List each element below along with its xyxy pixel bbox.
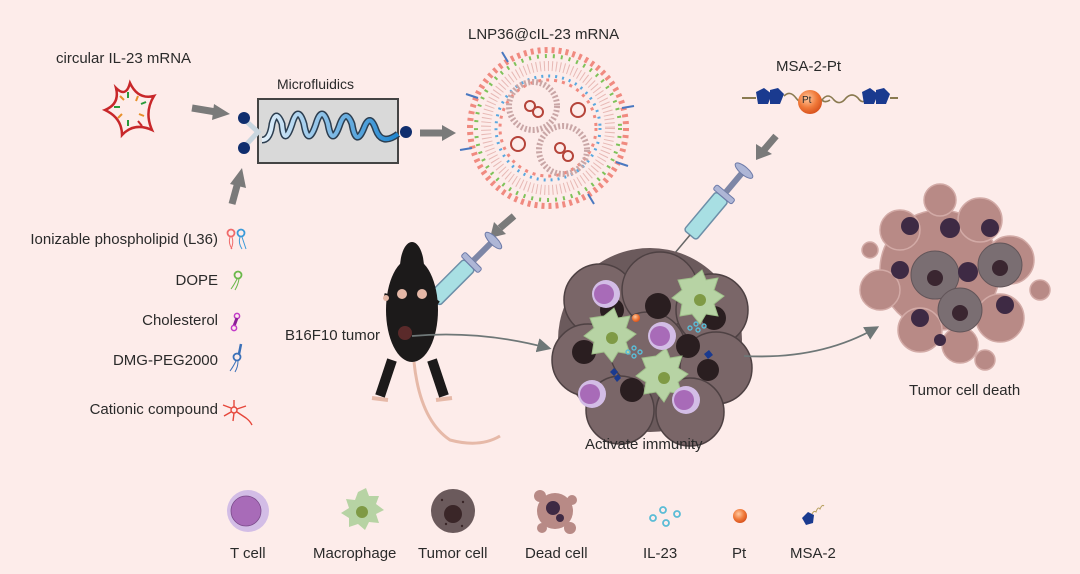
peg-lipid-icon bbox=[229, 343, 243, 373]
arrow-msa2pt-to-syringe bbox=[761, 133, 779, 153]
msa2pt-label: MSA-2-Pt bbox=[776, 58, 842, 75]
circular-mrna-label: circular IL-23 mRNA bbox=[56, 50, 192, 67]
component-label-dope: DOPE bbox=[175, 272, 218, 289]
legend-label-tcell: T cell bbox=[230, 545, 266, 562]
arrow-mouse-to-tumor bbox=[411, 333, 552, 353]
component-label-peg: DMG-PEG2000 bbox=[112, 352, 218, 369]
legend-label-tumor: Tumor cell bbox=[418, 545, 488, 562]
msa2-icon bbox=[802, 504, 825, 525]
ionizable-lipid-icon bbox=[226, 228, 247, 250]
legend-label-dead: Dead cell bbox=[525, 545, 588, 562]
component-label-cholesterol: Cholesterol bbox=[142, 312, 218, 329]
activate-immunity-label: Activate immunity bbox=[585, 436, 703, 453]
microfluidics-chip bbox=[238, 98, 412, 164]
arrow-activation-to-death bbox=[743, 326, 880, 358]
legend-label-il23: IL-23 bbox=[643, 545, 678, 562]
pt-atom-label: Pt bbox=[802, 95, 812, 106]
legend-label-macrophage: Macrophage bbox=[313, 545, 397, 562]
cholesterol-icon bbox=[230, 312, 241, 332]
b16f10-label: B16F10 tumor bbox=[285, 327, 381, 344]
arrow-mrna-to-microfluidics bbox=[191, 104, 217, 116]
syringe-lnp-icon bbox=[417, 231, 503, 317]
dead-cell-icon bbox=[534, 490, 577, 534]
circular-mrna-icon bbox=[101, 79, 157, 139]
legend-label-msa2: MSA-2 bbox=[790, 545, 836, 562]
t-cell-icon bbox=[227, 490, 269, 532]
macrophage-icon bbox=[341, 488, 384, 530]
pt-icon bbox=[733, 509, 747, 523]
component-label-cationic: Cationic compound bbox=[89, 401, 218, 418]
legend-label-pt: Pt bbox=[732, 545, 747, 562]
arrow-lnp-to-syringe bbox=[497, 213, 517, 231]
il23-icon bbox=[649, 506, 681, 527]
lnp-particle-icon bbox=[459, 47, 635, 209]
microfluidics-label: Microfluidics bbox=[277, 76, 355, 92]
tumor-cell-icon bbox=[431, 489, 475, 533]
tumor-cell-death-label: Tumor cell death bbox=[909, 382, 1021, 399]
tumor-death-cluster-icon bbox=[859, 183, 1051, 371]
dope-icon bbox=[230, 270, 243, 291]
cationic-compound-icon bbox=[222, 400, 253, 426]
lnp-label: LNP36@cIL-23 mRNA bbox=[468, 26, 620, 43]
mouse-icon bbox=[371, 242, 501, 445]
pt-atom-icon bbox=[798, 90, 822, 114]
syringe-msa2pt-icon bbox=[667, 162, 754, 262]
component-label-ionizable: Ionizable phospholipid (L36) bbox=[30, 231, 218, 248]
msa2-pt-molecule-icon bbox=[742, 88, 898, 114]
tumor-immune-cluster-icon bbox=[551, 248, 753, 447]
